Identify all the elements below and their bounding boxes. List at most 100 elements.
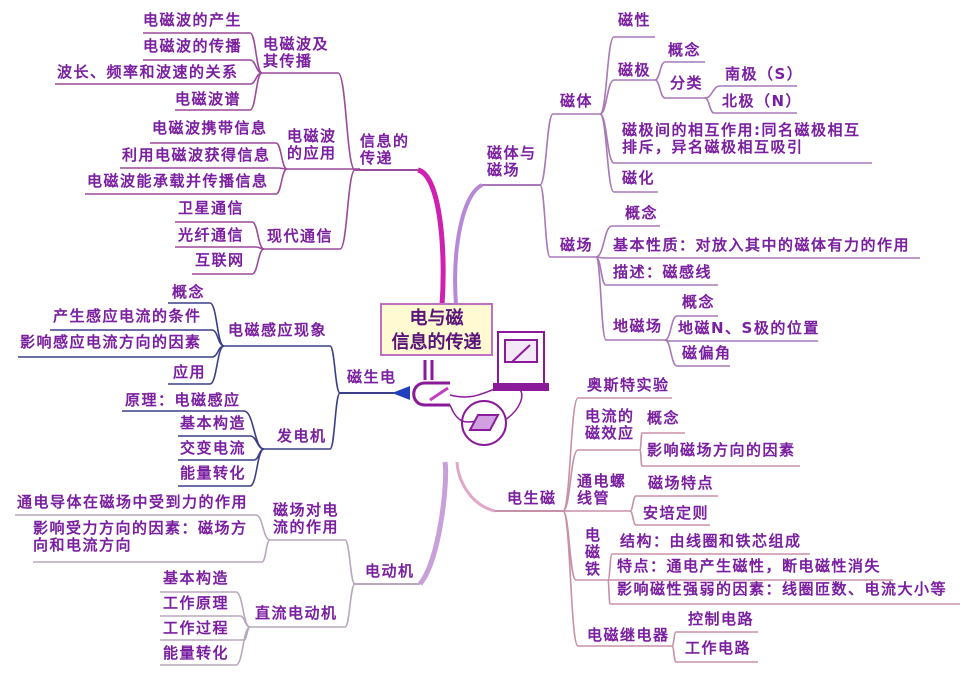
connector-g0 — [243, 410, 265, 450]
node-inter: 磁极间的相互作用:同名磁极相互 排斥，异名磁极相互吸引 — [622, 121, 861, 156]
connector-mcx — [599, 36, 615, 115]
connector-f0 — [255, 514, 271, 541]
node-mo1: 光纤通信 — [178, 226, 245, 244]
galvanometer-icon — [493, 331, 549, 391]
node-app2: 电磁波能承载并传播信息 — [87, 172, 269, 190]
node-f1: 影响受力方向的因素：磁场方 向和电流方向 — [33, 519, 248, 554]
node-ps: 南极（S） — [725, 65, 804, 83]
connector-ef0 — [639, 432, 643, 451]
node-g2: 交变电流 — [180, 439, 247, 457]
node-motor: 电动机 — [365, 562, 415, 580]
node-magz: 磁化 — [622, 169, 656, 187]
central-topic: 电与磁 信息的传递 — [380, 303, 493, 356]
node-in1: 产生感应电流的条件 — [53, 307, 202, 325]
central-topic-line1: 电与磁 — [409, 308, 464, 329]
node-eff: 电流的 磁效应 — [585, 407, 635, 442]
connector-force — [344, 539, 356, 585]
node-mo2: 互联网 — [195, 251, 245, 269]
node-eg1: 特点：通电产生磁性，断电磁性消失 — [617, 557, 882, 575]
connector-pn — [704, 97, 715, 114]
node-mcx: 磁性 — [618, 11, 652, 29]
connector-ps — [704, 85, 721, 99]
node-in3: 应用 — [173, 363, 207, 381]
node-d1: 工作原理 — [163, 594, 230, 612]
node-g3: 能量转化 — [180, 464, 247, 482]
connector-d0 — [235, 591, 251, 628]
connector-eg0 — [607, 553, 613, 581]
node-em3: 电磁波谱 — [175, 90, 242, 108]
connector-ea2 — [664, 339, 678, 367]
node-em2: 波长、频率和波速的关系 — [57, 63, 239, 81]
node-info: 信息的 传递 — [360, 132, 410, 167]
connector-body — [539, 113, 554, 186]
node-mo0: 卫星通信 — [178, 199, 245, 217]
connector-cls — [654, 79, 666, 99]
connector-mo2 — [251, 248, 265, 275]
connector-eff — [562, 449, 579, 512]
connector-earth — [595, 256, 607, 341]
magnet-coil-icon — [412, 360, 498, 423]
node-earth: 地磁场 — [613, 317, 663, 335]
node-cls: 分类 — [670, 74, 704, 92]
node-em: 电磁波及 其传播 — [263, 35, 330, 70]
arrow-mag2elec — [392, 386, 410, 400]
node-pole: 磁极 — [618, 61, 652, 79]
node-field: 磁场 — [560, 236, 594, 254]
node-magnet: 磁体与 磁场 — [487, 144, 537, 179]
node-eg0: 结构：由线圈和铁芯组成 — [620, 532, 802, 550]
connector-app — [354, 168, 361, 171]
node-ea1: 地磁N、S极的位置 — [678, 319, 820, 337]
node-ef0: 概念 — [647, 409, 681, 427]
connector-app0 — [275, 142, 288, 170]
trunk-elec2mag — [455, 461, 496, 513]
connector-ef1 — [639, 449, 643, 467]
connector-pole — [599, 79, 615, 115]
connector-app2 — [275, 168, 288, 195]
node-body: 磁体 — [560, 92, 594, 110]
node-d3: 能量转化 — [163, 644, 230, 662]
connector-s0 — [629, 495, 637, 512]
node-app: 电磁波 的应用 — [287, 127, 337, 162]
connector-d3 — [235, 626, 251, 666]
node-app0: 电磁波携带信息 — [152, 119, 268, 137]
connector-relay — [562, 510, 579, 647]
node-r1: 工作电路 — [685, 639, 752, 657]
connector-g3 — [249, 448, 265, 487]
connector-field — [539, 184, 551, 258]
node-in0: 概念 — [172, 283, 206, 301]
node-s0: 磁场特点 — [648, 474, 715, 492]
connector-ea0 — [664, 315, 678, 341]
node-sol: 通电螺 线管 — [577, 472, 627, 507]
node-oer: 奥斯特实验 — [587, 376, 670, 394]
node-fc: 概念 — [625, 204, 659, 222]
connector-ind — [329, 345, 341, 394]
node-e2m: 电生磁 — [507, 489, 557, 507]
node-f0: 通电导体在磁场中受到力的作用 — [17, 493, 249, 511]
node-dc: 直流电动机 — [255, 604, 338, 622]
node-ea2: 磁偏角 — [682, 344, 732, 362]
node-em1: 电磁波的传播 — [143, 37, 243, 55]
connector-em — [337, 72, 356, 171]
node-in2: 影响感应电流方向的因素 — [20, 333, 202, 351]
connector-gen — [329, 392, 341, 450]
connector-fc — [595, 225, 613, 258]
connector-s1 — [629, 510, 637, 526]
connector-r0 — [671, 631, 677, 647]
connector-f1 — [261, 539, 271, 563]
node-d2: 工作过程 — [163, 619, 230, 637]
node-eg2: 影响磁性强弱的因素：线圈匝数、电流大小等 — [617, 580, 948, 598]
node-d0: 基本构造 — [163, 569, 230, 587]
node-m2e: 磁生电 — [347, 368, 397, 386]
node-gen: 发电机 — [277, 427, 327, 445]
trunk-magnet — [453, 183, 484, 306]
connector-in3 — [209, 345, 225, 385]
connector-pc — [654, 61, 666, 81]
connector-in0 — [209, 302, 225, 347]
connector-modern — [339, 169, 356, 250]
node-relay: 电磁继电器 — [587, 626, 670, 644]
connector-em3 — [249, 72, 263, 111]
central-topic-line2: 信息的传递 — [391, 332, 482, 353]
connector-magz — [599, 113, 615, 193]
